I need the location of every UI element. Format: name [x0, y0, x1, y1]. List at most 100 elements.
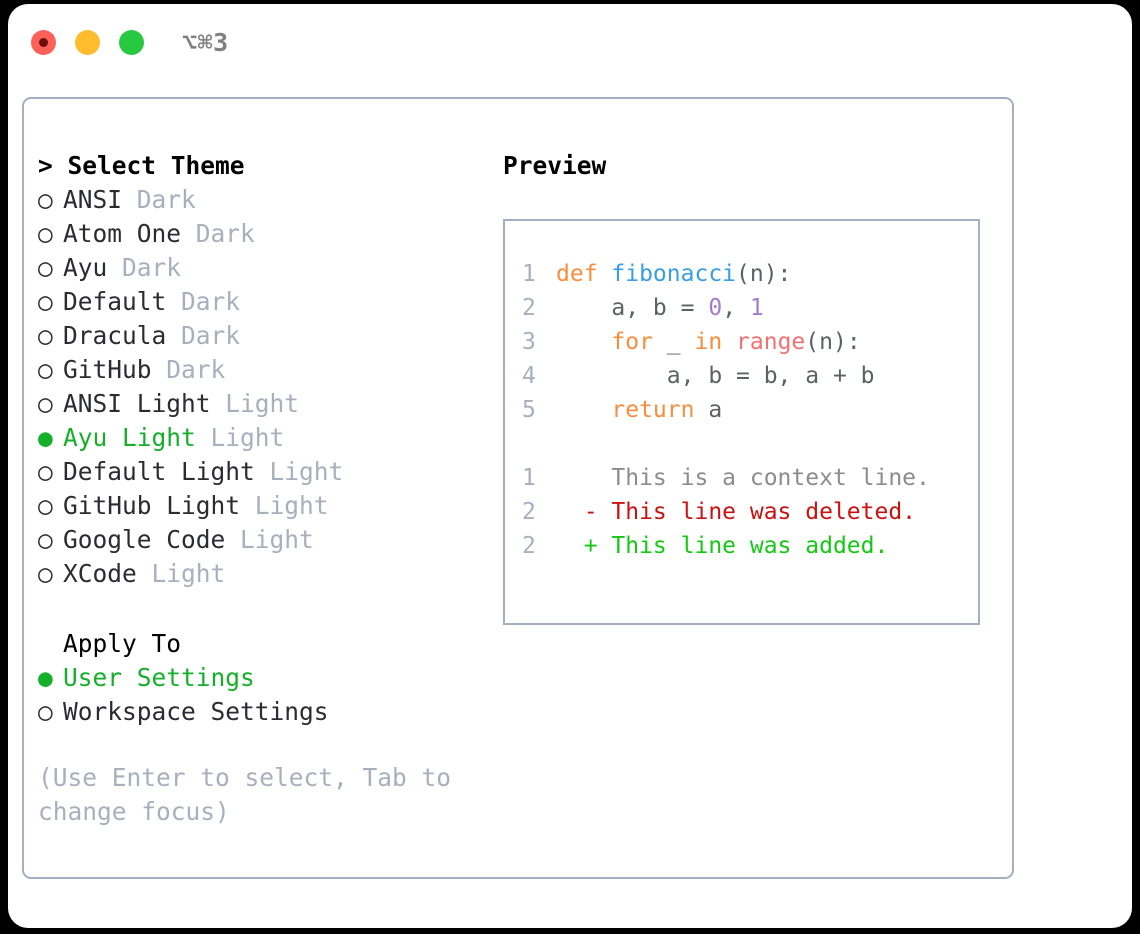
theme-option-google-code[interactable]: ○ Google Code Light [38, 523, 486, 557]
theme-option-dracula[interactable]: ○ Dracula Dark [38, 319, 486, 353]
diff-text: - This line was deleted. [556, 499, 917, 525]
code-token-var: a, b = b, a + b [556, 363, 875, 389]
theme-option-list: ○ANSI Dark○Atom One Dark○Ayu Dark○Defaul… [38, 183, 486, 591]
line-number: 5 [522, 397, 536, 423]
theme-option-default-light[interactable]: ○ Default Light Light [38, 455, 486, 489]
theme-option-label: Default Light [63, 457, 270, 486]
theme-option-ansi-light[interactable]: ○ ANSI Light Light [38, 387, 486, 421]
code-token-fn: fibonacci [611, 261, 737, 287]
theme-option-default[interactable]: ○Default Dark [38, 285, 486, 319]
maximize-button[interactable] [119, 29, 144, 55]
radio-unselected-icon: ○ [38, 185, 53, 214]
minimize-button[interactable] [75, 29, 100, 55]
line-number: 2 [522, 533, 536, 559]
line-number: 3 [522, 329, 536, 355]
theme-option-label: Dracula [63, 321, 182, 350]
line-number: 1 [522, 465, 536, 491]
theme-option-github-light[interactable]: ○GitHub Light Light [38, 489, 486, 523]
theme-option-label: Ayu [63, 253, 123, 282]
apply-to-option-user-settings[interactable]: ● User Settings [38, 661, 486, 695]
apply-to-option-label: User Settings [63, 663, 255, 692]
theme-option-tag: Dark [136, 185, 196, 214]
line-number: 1 [522, 261, 536, 287]
radio-unselected-icon: ○ [38, 355, 53, 384]
line-number: 2 [522, 499, 536, 525]
radio-unselected-icon: ○ [38, 697, 53, 726]
theme-option-tag: Light [225, 389, 300, 418]
diff-sample: 1 This is a context line.2 - This line w… [522, 461, 978, 563]
theme-option-atom-one[interactable]: ○Atom One Dark [38, 217, 486, 251]
code-text: for _ in range(n): [556, 325, 861, 359]
close-button[interactable] [31, 29, 56, 55]
theme-option-ayu-light[interactable]: ● Ayu Light Light [38, 421, 486, 455]
theme-option-label: XCode [63, 559, 152, 588]
radio-selected-icon: ● [38, 423, 53, 452]
code-token-var [556, 397, 611, 423]
app-window: ⌥⌘3 > Select Theme ○ANSI Dark○Atom One D… [8, 4, 1132, 928]
radio-unselected-icon: ○ [38, 559, 53, 588]
theme-selector-panel: > Select Theme ○ANSI Dark○Atom One Dark○… [22, 97, 1014, 879]
theme-option-label: ANSI [63, 185, 137, 214]
theme-option-ayu[interactable]: ○ Ayu Dark [38, 251, 486, 285]
theme-list-column: > Select Theme ○ANSI Dark○Atom One Dark○… [24, 99, 486, 877]
theme-option-tag: Dark [181, 321, 241, 350]
keyboard-hint-text: (Use Enter to select, Tab to change focu… [38, 763, 452, 826]
code-token-kw: def [556, 261, 612, 287]
code-token-kw: in [694, 329, 723, 355]
apply-to-option-label: Workspace Settings [63, 697, 329, 726]
code-line: 3 for _ in range(n): [522, 325, 978, 359]
code-token-num: 0 [708, 295, 723, 321]
code-token-var [556, 329, 611, 355]
close-icon [39, 37, 48, 47]
apply-to-heading: Apply To [63, 629, 182, 658]
diff-text: This is a context line. [556, 465, 930, 491]
diff-line-del: 2 - This line was deleted. [522, 495, 978, 529]
keyboard-shortcut-label: ⌥⌘3 [182, 27, 229, 57]
code-token-var: _ [652, 329, 695, 355]
radio-unselected-icon: ○ [38, 389, 53, 418]
theme-option-tag: Dark [166, 355, 226, 384]
diff-line-add: 2 + This line was added. [522, 529, 978, 563]
diff-line-ctx: 1 This is a context line. [522, 461, 978, 495]
radio-unselected-icon: ○ [38, 457, 53, 486]
apply-to-option-workspace-settings[interactable]: ○ Workspace Settings [38, 695, 486, 729]
preview-heading: Preview [503, 151, 607, 180]
theme-option-tag: Dark [122, 253, 182, 282]
theme-option-label: ANSI Light [63, 389, 226, 418]
line-number: 2 [522, 295, 536, 321]
theme-option-tag: Light [151, 559, 226, 588]
theme-option-label: GitHub [63, 355, 167, 384]
title-bar: ⌥⌘3 [8, 4, 1132, 80]
window-controls [31, 29, 144, 55]
theme-option-tag: Light [240, 525, 314, 554]
theme-option-xcode[interactable]: ○ XCode Light [38, 557, 486, 591]
code-token-num: 1 [749, 295, 764, 321]
code-token-pun: (n): [805, 329, 861, 355]
code-token-call: range [736, 329, 806, 355]
line-number: 4 [522, 363, 536, 389]
theme-option-tag: Light [254, 491, 329, 520]
theme-option-label: Default [63, 287, 182, 316]
code-token-var [722, 329, 736, 355]
radio-unselected-icon: ○ [38, 491, 53, 520]
code-token-pun: (n): [736, 261, 792, 287]
code-text: def fibonacci(n): [556, 257, 791, 291]
radio-unselected-icon: ○ [38, 253, 53, 282]
radio-selected-icon: ● [38, 663, 53, 692]
code-token-kw: return [611, 397, 695, 423]
theme-option-ansi[interactable]: ○ ANSI Dark [38, 183, 486, 217]
radio-unselected-icon: ○ [38, 321, 53, 350]
theme-option-tag: Light [210, 423, 285, 452]
code-token-var: a [694, 397, 723, 423]
code-text: a, b = b, a + b [556, 359, 875, 393]
select-theme-heading: > Select Theme [38, 151, 245, 180]
theme-option-github[interactable]: ○ GitHub Dark [38, 353, 486, 387]
theme-option-label: Ayu Light [63, 423, 211, 452]
theme-option-tag: Light [269, 457, 344, 486]
radio-unselected-icon: ○ [38, 525, 53, 554]
theme-option-label: Atom One [63, 219, 196, 248]
theme-option-label: Google Code [63, 525, 241, 554]
code-text: return a [556, 393, 722, 427]
